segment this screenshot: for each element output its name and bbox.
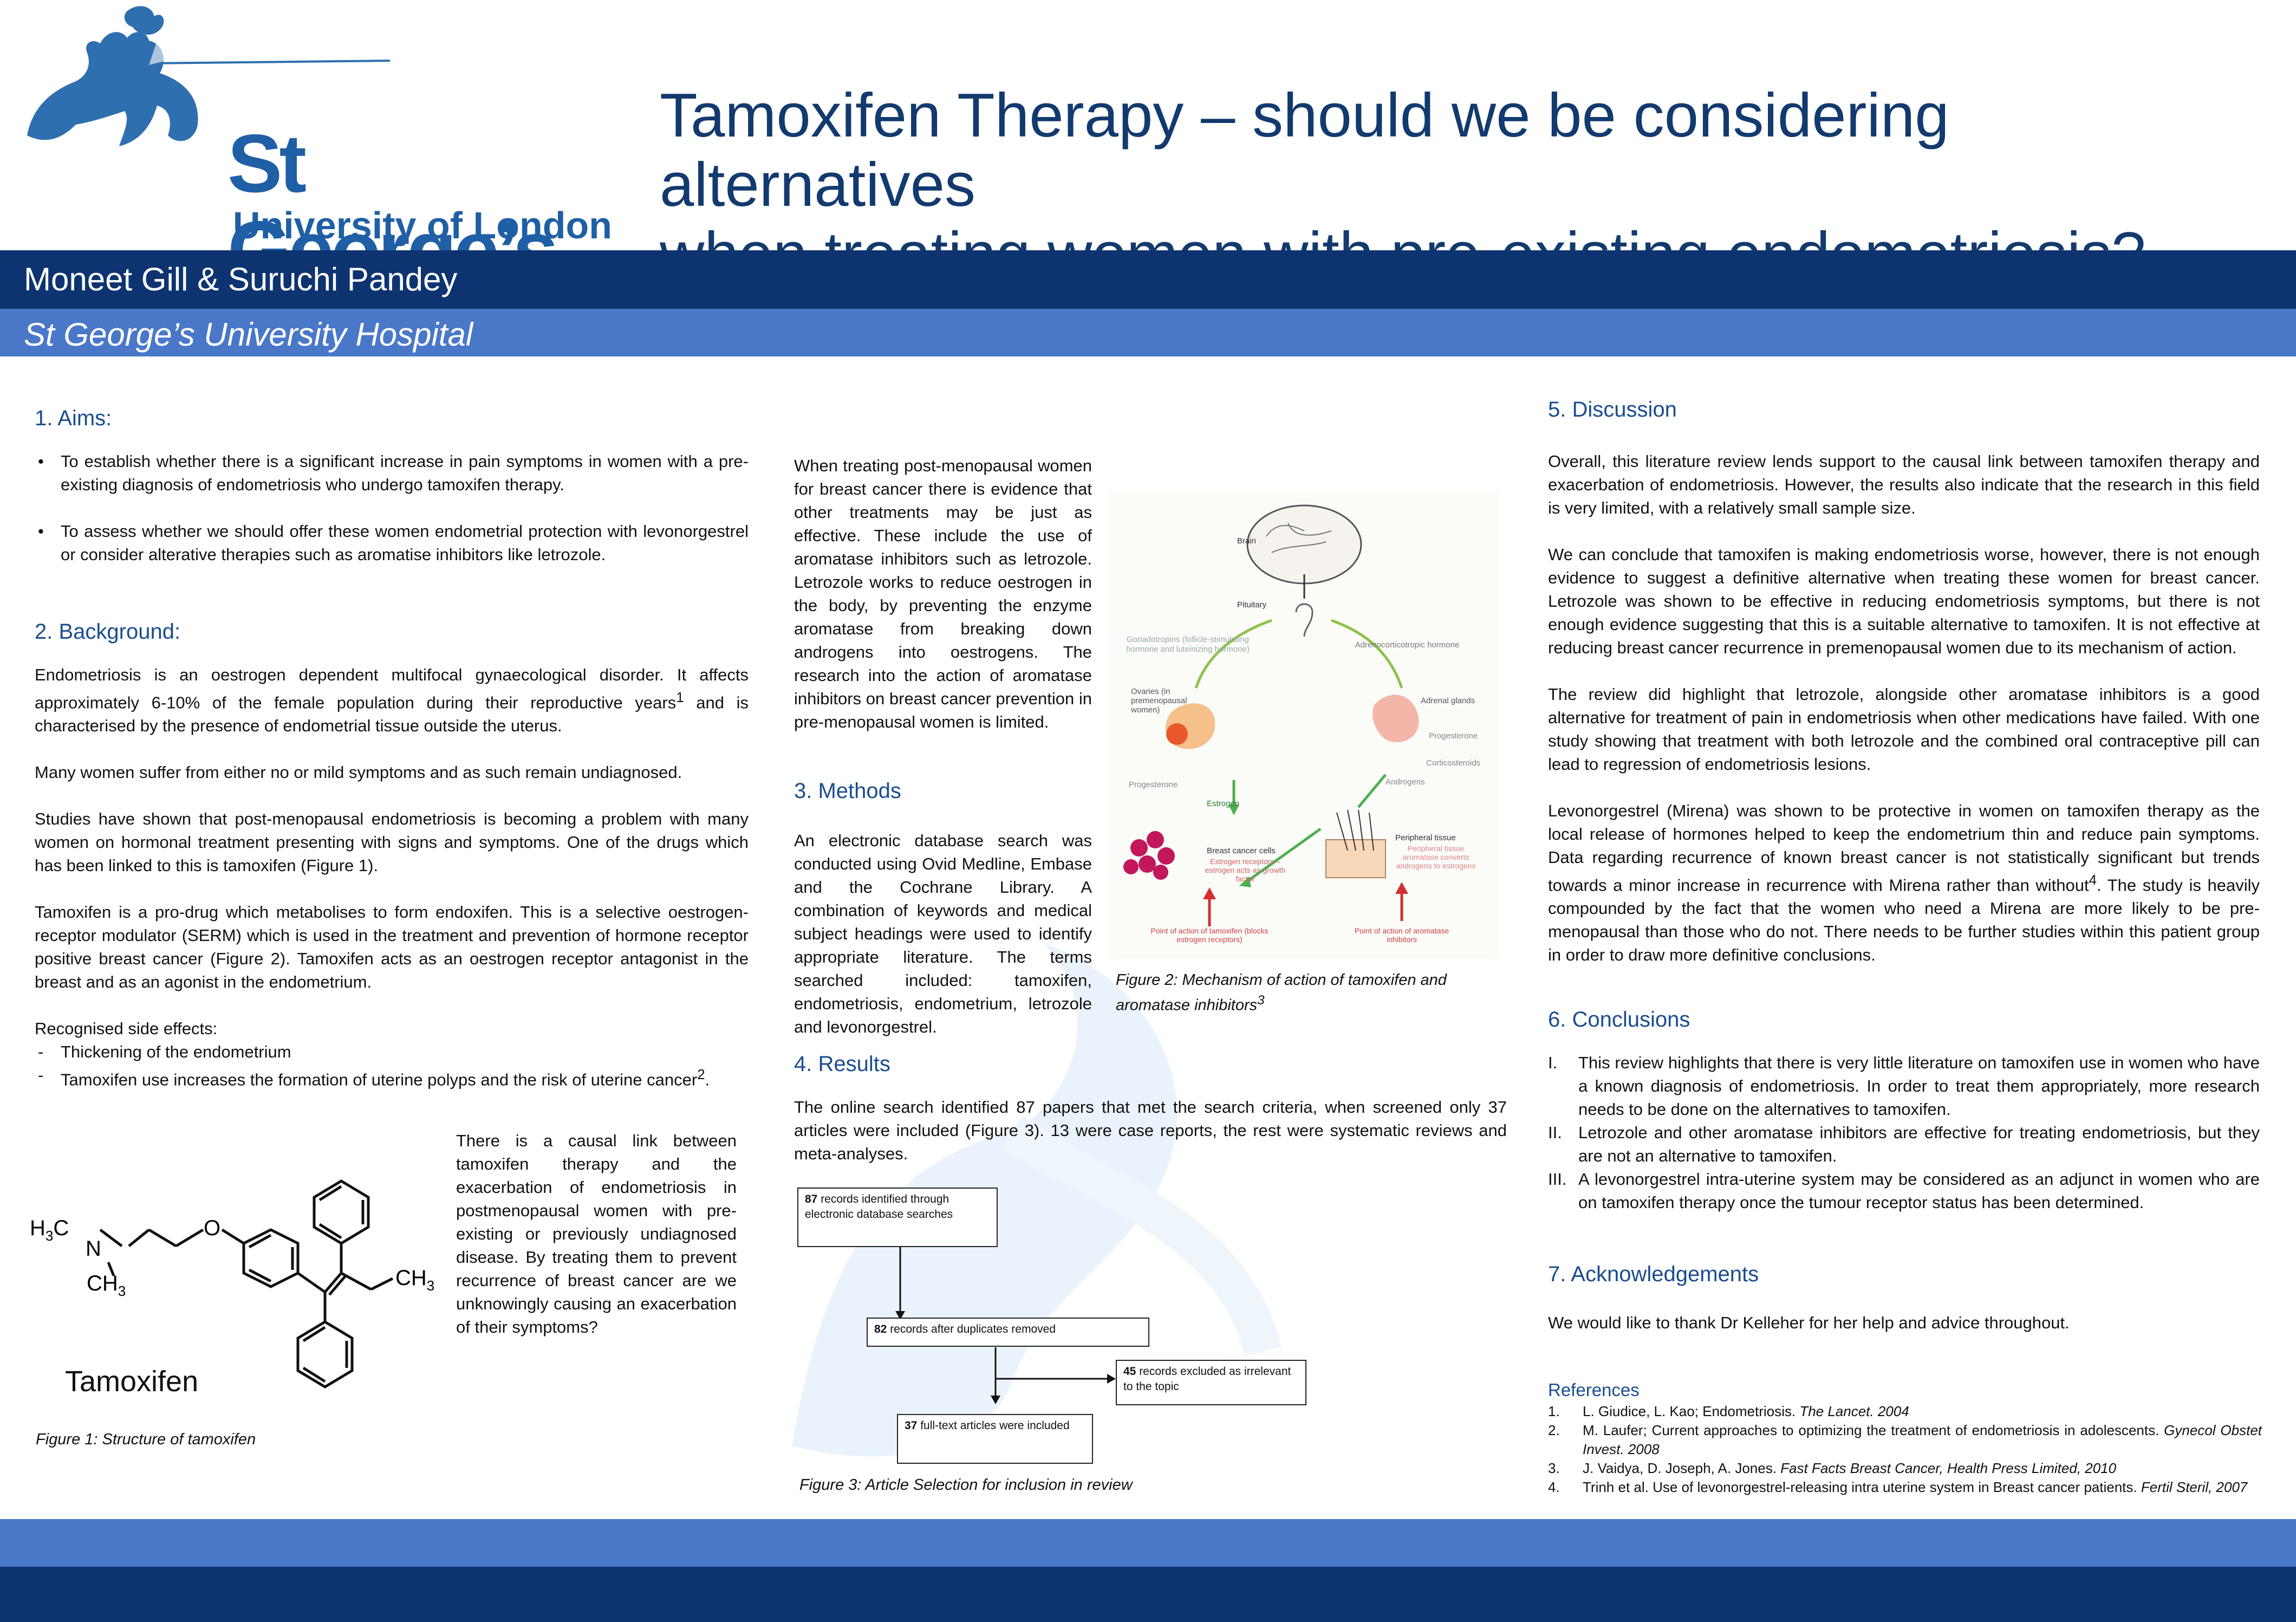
tamoxifen-action-label: Point of action of tamoxifen (blocks est… xyxy=(1150,926,1269,944)
hospital-name: St George’s University Hospital xyxy=(24,316,473,353)
background-para-3: Studies have shown that post-menopausal … xyxy=(35,809,749,875)
flow-box-excluded: 45 records excluded as irrelevant to the… xyxy=(1116,1360,1306,1405)
logo-subtitle: University of London xyxy=(233,204,612,246)
background-text: Endometriosis is an oestrogen dependent … xyxy=(35,663,749,1092)
oxygen-label: O xyxy=(204,1216,220,1240)
aims-heading: 1. Aims: xyxy=(35,406,112,430)
nitrogen-label: N xyxy=(86,1237,101,1261)
conclusions-list: I.This review highlights that there is v… xyxy=(1548,1051,2260,1214)
background-para-4: Tamoxifen is a pro-drug which metabolise… xyxy=(35,903,749,992)
discussion-text: Overall, this literature review lends su… xyxy=(1548,450,2260,966)
adrenal-label: Adrenal glands xyxy=(1421,696,1475,705)
discussion-para-1: Overall, this literature review lends su… xyxy=(1548,452,2260,517)
methods-text: An electronic database search was conduc… xyxy=(794,831,1092,1036)
estrogen-label: Estrogen xyxy=(1207,799,1240,808)
side-effect-item: Tamoxifen use increases the formation of… xyxy=(35,1063,749,1091)
footer-band-dark xyxy=(0,1567,2296,1622)
breast-cells-label: Breast cancer cells xyxy=(1207,846,1276,855)
tamoxifen-label: Tamoxifen xyxy=(65,1365,199,1398)
flow-diagram-arrows xyxy=(895,1247,1116,1404)
brain-label: Brain xyxy=(1237,536,1257,546)
aim-item: To assess whether we should offer these … xyxy=(35,520,749,566)
peripheral-sub-label: Peripheral tissue aromatase converts and… xyxy=(1396,844,1476,870)
university-logo: St George’s University of London xyxy=(11,0,612,294)
breast-receptors-label: Estrogen receptors – estrogen acts as gr… xyxy=(1205,857,1286,883)
conclusion-item: I.This review highlights that there is v… xyxy=(1548,1053,2260,1119)
side-effects-list: Thickening of the endometrium Tamoxifen … xyxy=(35,1040,749,1091)
progesterone-left-label: Progesterone xyxy=(1129,780,1178,789)
methods-heading: 3. Methods xyxy=(794,779,901,803)
acth-label: Adrenocorticotropic hormone xyxy=(1355,640,1460,650)
corticosteroids-label: Corticosteroids xyxy=(1426,758,1481,768)
gonadotropins-label: Gonadotropins (follicle-stimulating horm… xyxy=(1126,635,1250,654)
figure2-caption: Figure 2: Mechanism of action of tamoxif… xyxy=(1116,971,1447,1014)
results-text: The online search identified 87 papers t… xyxy=(794,1098,1507,1163)
androgens-label: Androgens xyxy=(1386,777,1425,787)
authors-bar xyxy=(0,250,2296,309)
acknowledgements-text: We would like to thank Dr Kelleher for h… xyxy=(1548,1313,2070,1332)
side-effects-label: Recognised side effects: xyxy=(35,1019,218,1039)
acknowledgements-heading: 7. Acknowledgements xyxy=(1548,1262,1759,1286)
ch3-label: CH3 xyxy=(87,1271,126,1299)
causal-link-text: There is a causal link between tamoxifen… xyxy=(456,1131,737,1336)
figure3-caption: Figure 3: Article Selection for inclusio… xyxy=(799,1476,1133,1494)
conclusion-item: III.A levonorgestrel intra-uterine syste… xyxy=(1548,1170,2260,1212)
reference-item: 2.M. Laufer; Current approaches to optim… xyxy=(1548,1422,2262,1457)
pituitary-label: Pituitary xyxy=(1237,600,1267,609)
discussion-heading: 5. Discussion xyxy=(1548,398,1677,421)
discussion-para-4: Levonorgestrel (Mirena) was shown to be … xyxy=(1548,801,2260,965)
title-line-1: Tamoxifen Therapy – should we be conside… xyxy=(660,81,1949,219)
knight-icon xyxy=(27,6,390,146)
reference-item: 3.J. Vaidya, D. Joseph, A. Jones. Fast F… xyxy=(1548,1460,2117,1476)
mechanism-diagram: Brain Pituitary Gonadotropins (follicle-… xyxy=(1109,493,1499,959)
results-heading: 4. Results xyxy=(794,1052,890,1076)
progesterone-right-label: Progesterone xyxy=(1429,731,1478,741)
flow-box-deduplicated: 82 records after duplicates removed xyxy=(867,1318,1149,1347)
authors: Moneet Gill & Suruchi Pandey xyxy=(24,261,458,297)
ai-action-label: Point of action of aromatase inhibitors xyxy=(1354,926,1449,944)
intro-text: When treating post-menopausal women for … xyxy=(794,456,1092,731)
references-heading: References xyxy=(1548,1380,1640,1400)
references-list: 1.L. Giudice, L. Kao; Endometriosis. The… xyxy=(1548,1402,2262,1497)
flow-box-included: 37 full-text articles were included xyxy=(897,1414,1093,1464)
background-para-2: Many women suffer from either no or mild… xyxy=(35,763,682,782)
footer-band-light xyxy=(0,1519,2296,1567)
tamoxifen-structure-diagram: H3C N CH3 O CH3 xyxy=(30,1179,434,1389)
background-heading: 2. Background: xyxy=(35,620,181,644)
reference-item: 1.L. Giudice, L. Kao; Endometriosis. The… xyxy=(1548,1403,1909,1419)
peripheral-label: Peripheral tissue xyxy=(1395,833,1456,842)
conclusions-heading: 6. Conclusions xyxy=(1548,1008,1690,1031)
background-para-1: Endometriosis is an oestrogen dependent … xyxy=(35,665,749,736)
ovaries-label: Ovaries (in premenopausal women) xyxy=(1131,687,1187,715)
conclusion-item: II.Letrozole and other aromatase inhibit… xyxy=(1548,1123,2260,1165)
discussion-para-2: We can conclude that tamoxifen is making… xyxy=(1548,545,2260,657)
aim-item: To establish whether there is a signific… xyxy=(35,450,749,496)
h3c-label: H3C xyxy=(30,1216,69,1244)
ch3-ethyl-label: CH3 xyxy=(395,1266,434,1294)
side-effect-item: Thickening of the endometrium xyxy=(35,1040,749,1063)
discussion-para-3: The review did highlight that letrozole,… xyxy=(1548,685,2260,774)
hospital-bar xyxy=(0,309,2296,356)
flow-box-identified: 87 records identified through electronic… xyxy=(797,1188,998,1247)
aims-list: To establish whether there is a signific… xyxy=(35,450,749,589)
reference-item: 4.Trinh et al. Use of levonorgestrel-rel… xyxy=(1548,1479,2248,1495)
figure1-caption: Figure 1: Structure of tamoxifen xyxy=(36,1431,256,1448)
